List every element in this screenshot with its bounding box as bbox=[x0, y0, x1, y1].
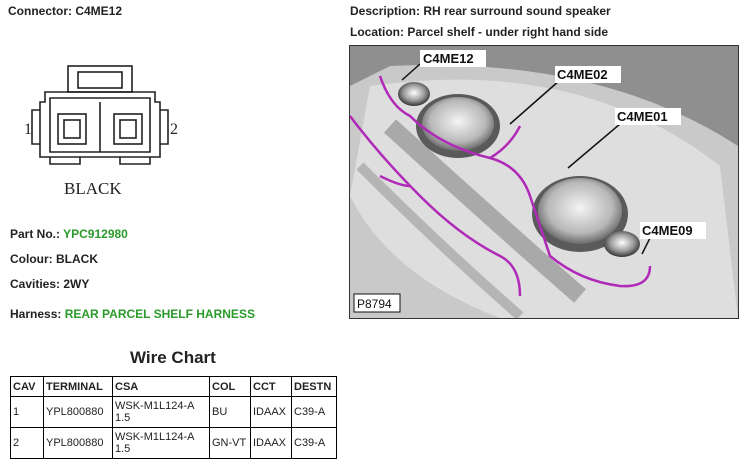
harness-label: Harness: bbox=[10, 307, 65, 321]
callout-c4me02: C4ME02 bbox=[557, 67, 608, 82]
photo-code-bg bbox=[353, 293, 401, 313]
pin-1-label: 1 bbox=[24, 121, 32, 138]
cell-csa: WSK-M1L124-A 1.5 bbox=[112, 427, 210, 459]
connector-drawing: 1 2 BLACK bbox=[20, 62, 190, 212]
photo-code: P8794 bbox=[357, 297, 392, 311]
cell-col: BU bbox=[209, 396, 251, 428]
cell-terminal: YPL800880 bbox=[43, 396, 113, 428]
tweeter-right bbox=[604, 231, 640, 257]
callout-c4me02-bg bbox=[555, 66, 621, 83]
header-terminal: TERMINAL bbox=[43, 376, 113, 397]
speaker-left bbox=[422, 97, 494, 151]
callout-c4me09: C4ME09 bbox=[642, 223, 693, 238]
connector-colour-label: BLACK bbox=[64, 179, 122, 198]
cavities: Cavities: 2WY bbox=[10, 277, 90, 291]
shelf-edge bbox=[350, 46, 738, 146]
cell-destn: C39-A bbox=[291, 396, 337, 428]
part-number: Part No.: YPC912980 bbox=[10, 227, 128, 241]
location-photo: C4ME12 C4ME02 C4ME01 C4ME09 P8794 bbox=[349, 45, 739, 319]
shelf-ridge bbox=[356, 162, 524, 318]
table-row: 2 YPL800880 WSK-M1L124-A 1.5 GN-VT IDAAX… bbox=[10, 427, 337, 459]
header-col: COL bbox=[209, 376, 251, 397]
speaker-right bbox=[538, 178, 622, 244]
harness-value: REAR PARCEL SHELF HARNESS bbox=[64, 307, 255, 321]
cell-csa: WSK-M1L124-A 1.5 bbox=[112, 396, 210, 428]
cell-col: GN-VT bbox=[209, 427, 251, 459]
tweeter-left bbox=[398, 82, 430, 106]
shelf-channel bbox=[383, 119, 586, 303]
harness-wires bbox=[350, 75, 652, 297]
wire-table-header-row: CAV TERMINAL CSA COL CCT DESTN bbox=[10, 376, 337, 397]
cell-destn: C39-A bbox=[291, 427, 337, 459]
header-cct: CCT bbox=[250, 376, 292, 397]
callout-c4me09-bg bbox=[640, 222, 706, 239]
header-csa: CSA bbox=[112, 376, 210, 397]
pin-2-label: 2 bbox=[170, 121, 178, 138]
callout-leaders bbox=[401, 63, 651, 255]
callout-c4me12: C4ME12 bbox=[423, 51, 474, 66]
cell-terminal: YPL800880 bbox=[43, 427, 113, 459]
part-number-value: YPC912980 bbox=[63, 227, 128, 241]
cell-cct: IDAAX bbox=[250, 396, 292, 428]
header-destn: DESTN bbox=[291, 376, 337, 397]
callout-c4me01: C4ME01 bbox=[617, 109, 668, 124]
colour: Colour: BLACK bbox=[10, 252, 98, 266]
header-cav: CAV bbox=[10, 376, 44, 397]
harness: Harness: REAR PARCEL SHELF HARNESS bbox=[10, 307, 255, 321]
cell-cav: 1 bbox=[10, 396, 44, 428]
connector-outline-icon: 1 2 BLACK bbox=[24, 65, 178, 198]
location: Location: Parcel shelf - under right han… bbox=[350, 25, 609, 39]
cell-cav: 2 bbox=[10, 427, 44, 459]
table-row: 1 YPL800880 WSK-M1L124-A 1.5 BU IDAAX C3… bbox=[10, 396, 337, 428]
description: Description: RH rear surround sound spea… bbox=[350, 4, 611, 18]
connector-title: Connector: C4ME12 bbox=[8, 4, 123, 18]
cell-cct: IDAAX bbox=[250, 427, 292, 459]
wire-table: CAV TERMINAL CSA COL CCT DESTN 1 YPL8008… bbox=[10, 376, 337, 459]
part-number-label: Part No.: bbox=[10, 227, 64, 241]
callout-c4me12-bg bbox=[420, 50, 486, 67]
wire-chart-title: Wire Chart bbox=[130, 348, 216, 367]
callout-c4me01-bg bbox=[615, 108, 681, 125]
